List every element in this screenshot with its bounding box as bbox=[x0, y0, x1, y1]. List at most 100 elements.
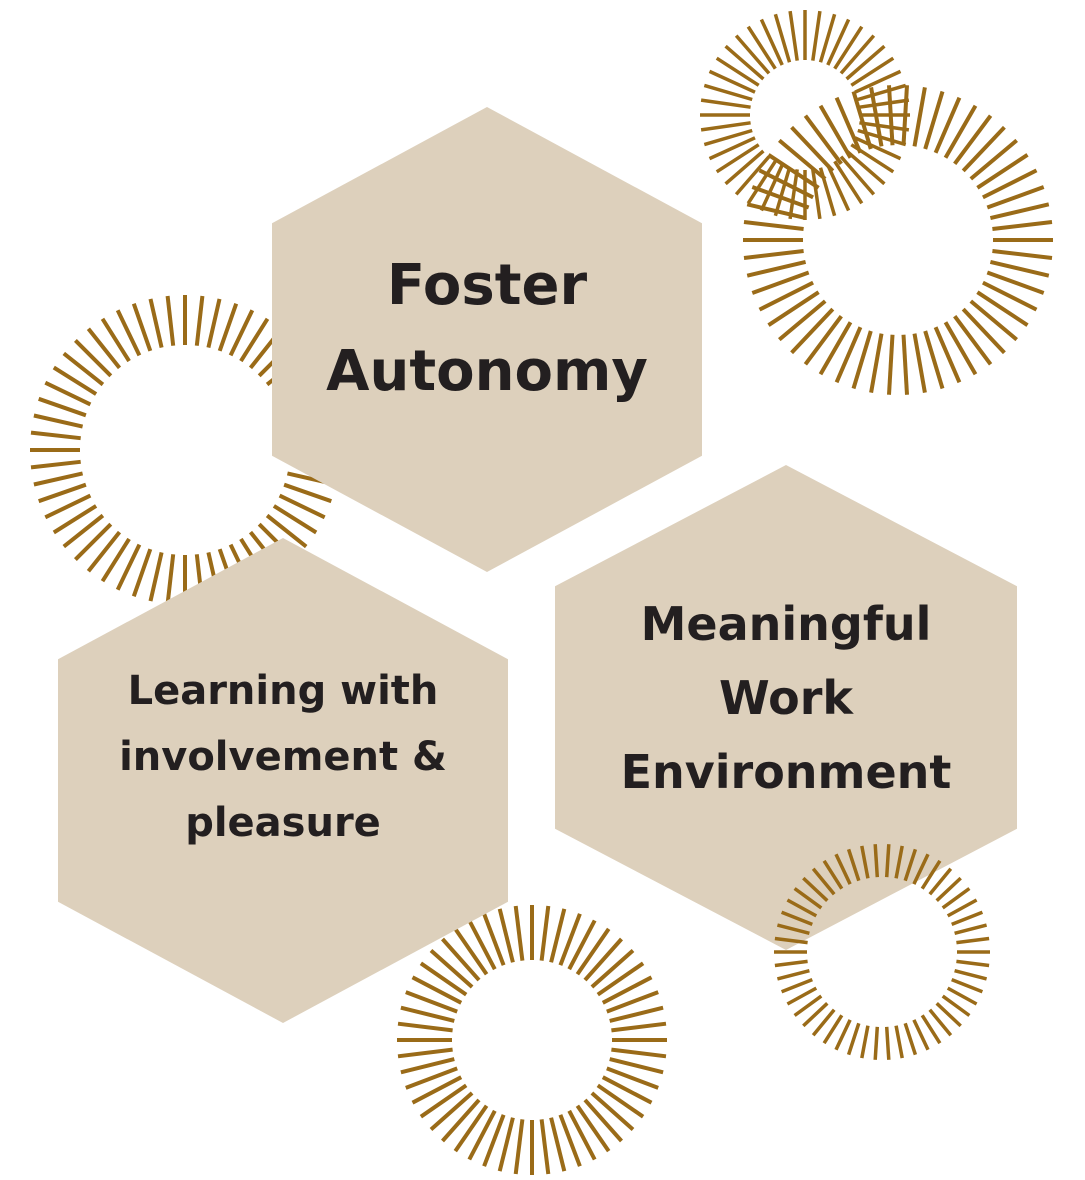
sunburst-ray bbox=[989, 202, 1050, 221]
sunburst-ray bbox=[497, 1117, 515, 1172]
sunburst-ray bbox=[590, 949, 635, 989]
sunburst-ray bbox=[803, 114, 843, 165]
sunburst-ray bbox=[148, 551, 164, 602]
sunburst-ray bbox=[441, 1098, 481, 1143]
label-line: Meaningful bbox=[640, 596, 932, 651]
sunburst-ray bbox=[708, 136, 756, 161]
sunburst-ray bbox=[854, 136, 902, 161]
sunburst-ray bbox=[746, 25, 777, 70]
sunburst-ray bbox=[115, 309, 142, 357]
label-line: Learning with bbox=[127, 667, 439, 714]
sunburst-ray bbox=[411, 1075, 463, 1105]
sunburst-ray bbox=[746, 202, 807, 221]
sunburst-ray bbox=[751, 270, 810, 295]
label-line: Environment bbox=[620, 744, 952, 799]
sunburst-ray bbox=[759, 18, 784, 66]
sunburst-ray bbox=[767, 290, 820, 327]
sunburst-ray bbox=[887, 85, 895, 146]
sunburst-ray bbox=[482, 1114, 506, 1167]
sunburst-ray bbox=[272, 504, 318, 535]
sunburst-ray bbox=[989, 259, 1050, 278]
sunburst-ray bbox=[400, 1005, 455, 1023]
sunburst-ray bbox=[575, 927, 611, 976]
sunburst-ray bbox=[567, 1109, 597, 1161]
sunburst-ray bbox=[887, 334, 895, 395]
sunburst-ray bbox=[901, 334, 909, 395]
sunburst-ray bbox=[850, 56, 895, 87]
sunburst-ray bbox=[467, 919, 497, 971]
label-line: Work bbox=[719, 670, 853, 725]
hexagon-label-foster-autonomy: Foster Autonomy bbox=[326, 243, 648, 415]
sunburst-ray bbox=[773, 167, 792, 217]
sunburst-ray bbox=[845, 44, 886, 81]
sunburst-ray bbox=[839, 34, 876, 75]
sunburst-ray bbox=[788, 10, 799, 61]
sunburst-ray bbox=[818, 104, 853, 159]
sunburst-ray bbox=[33, 471, 84, 487]
sunburst-ray bbox=[611, 1021, 667, 1033]
sunburst-ray bbox=[851, 90, 873, 150]
sunburst-ray bbox=[715, 143, 760, 174]
sunburst-ray bbox=[30, 430, 81, 441]
sunburst-ray bbox=[411, 975, 463, 1005]
sunburst-ray bbox=[73, 338, 113, 378]
sunburst-ray bbox=[62, 513, 105, 549]
sunburst-ray bbox=[86, 530, 122, 573]
sunburst-ray bbox=[715, 56, 760, 87]
sunburst-ray bbox=[703, 128, 753, 147]
sunburst-ray bbox=[933, 326, 962, 384]
sunburst-ray bbox=[100, 537, 131, 583]
hexagon-label-learning: Learning with involvement & pleasure bbox=[119, 658, 447, 856]
sunburst-ray bbox=[869, 87, 884, 147]
sunburst-ray bbox=[558, 1114, 582, 1167]
label-line: Autonomy bbox=[326, 338, 648, 404]
sunburst-ray bbox=[405, 990, 458, 1014]
sunburst-ray bbox=[405, 1066, 458, 1090]
sunburst-ray bbox=[482, 913, 506, 966]
hexagon-label-meaningful-work: Meaningful Work Environment bbox=[621, 587, 952, 809]
sunburst-ray bbox=[992, 220, 1053, 231]
sunburst-ray bbox=[400, 1057, 455, 1075]
sunburst-ray bbox=[606, 990, 659, 1014]
sunburst-ray bbox=[708, 69, 756, 94]
sunburst-ray bbox=[539, 905, 551, 961]
sunburst-ray bbox=[969, 299, 1018, 342]
sunburst-ray bbox=[953, 114, 993, 165]
sunburst-ray bbox=[33, 413, 84, 429]
sunburst-ray bbox=[834, 96, 863, 154]
sunburst-ray bbox=[933, 96, 962, 154]
sunburst-ray bbox=[429, 949, 474, 989]
sunburst-ray bbox=[976, 290, 1029, 327]
sunburst-ray bbox=[826, 164, 851, 212]
sunburst-ray bbox=[62, 351, 105, 387]
sunburst-ray bbox=[953, 315, 993, 366]
sunburst-ray bbox=[453, 927, 489, 976]
sunburst-ray bbox=[857, 83, 907, 102]
sunburst-ray bbox=[86, 327, 122, 370]
sunburst-ray bbox=[923, 90, 945, 150]
sunburst-ray bbox=[539, 1119, 551, 1175]
sunburst-ray bbox=[788, 169, 799, 220]
sunburst-ray bbox=[513, 1119, 525, 1175]
sunburst-ray bbox=[982, 168, 1038, 200]
sunburst-ray bbox=[606, 1066, 659, 1090]
sunburst-ray bbox=[596, 1083, 645, 1119]
sunburst-ray bbox=[700, 121, 751, 132]
sunburst-ray bbox=[759, 164, 784, 212]
sunburst-ray bbox=[969, 138, 1018, 181]
sunburst-ray bbox=[265, 513, 308, 549]
sunburst-ray bbox=[992, 249, 1053, 260]
sunburst-ring-icon bbox=[743, 85, 1053, 395]
sunburst-ray bbox=[734, 155, 771, 196]
sunburst-ray bbox=[575, 1104, 611, 1153]
sunburst-ray bbox=[419, 1083, 468, 1119]
sunburst-ray bbox=[811, 169, 822, 220]
sunburst-ray bbox=[943, 104, 978, 159]
sunburst-ray bbox=[943, 321, 978, 376]
sunburst-ray bbox=[601, 1075, 653, 1105]
sunburst-ray bbox=[206, 298, 222, 349]
sunburst-ray bbox=[441, 937, 481, 982]
sunburst-ray bbox=[758, 168, 814, 200]
sunburst-ray bbox=[278, 493, 326, 520]
sunburst-ray bbox=[912, 333, 927, 393]
